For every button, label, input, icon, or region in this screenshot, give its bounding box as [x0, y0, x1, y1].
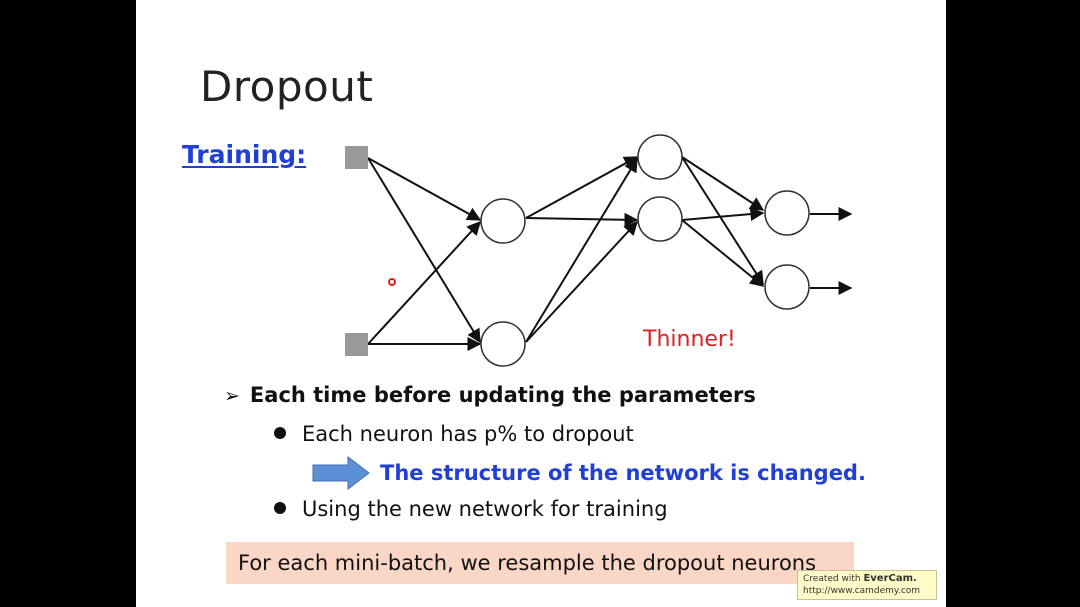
structure-changed-text: The structure of the network is changed.	[380, 461, 866, 485]
edge-h1b-h2a	[525, 157, 638, 343]
edge-h2b-o2	[681, 219, 765, 287]
edge-in1-h1b	[367, 157, 481, 344]
slide: Dropout Training:	[136, 0, 946, 607]
training-label: Training:	[182, 140, 307, 169]
bullet-dot-icon	[274, 502, 286, 514]
hidden1-node-2	[480, 321, 526, 367]
edge-h1a-h2b	[525, 212, 639, 227]
bullet-sub-1: Each neuron has p% to dropout	[274, 422, 634, 446]
output-node-1	[764, 190, 810, 236]
pointer-dot	[388, 278, 396, 286]
right-arrow-icon	[312, 456, 370, 490]
edge-in1-h1a	[367, 157, 482, 221]
bullet-sub-2: Using the new network for training	[274, 497, 668, 521]
changed-row: The structure of the network is changed.	[312, 456, 866, 490]
edge-h1a-h2a	[525, 156, 639, 219]
bullet-dot-icon	[274, 427, 286, 439]
edge-h1b-h2b	[525, 220, 638, 343]
network-diagram	[345, 134, 853, 367]
hidden2-node-2	[637, 196, 683, 242]
input-node-2	[345, 333, 368, 356]
hidden2-node-1	[637, 134, 683, 180]
watermark-url: http://www.camdemy.com	[803, 586, 921, 596]
watermark-created-with: Created with	[803, 574, 861, 584]
edge-h2b-o1	[681, 207, 765, 222]
hidden1-node-1	[480, 198, 526, 244]
edge-in2-h1a	[367, 220, 481, 345]
input-node-1	[345, 146, 368, 169]
watermark-brand: EverCam.	[863, 573, 917, 584]
evercam-watermark: Created with EverCam. http://www.camdemy…	[797, 570, 937, 600]
thinner-label: Thinner!	[643, 327, 736, 352]
bullet-sub-1-text: Each neuron has p% to dropout	[302, 422, 634, 446]
bullet-sub-2-text: Using the new network for training	[302, 497, 668, 521]
bullet-main-text: Each time before updating the parameters	[249, 383, 756, 407]
edge-h2a-o1	[681, 156, 765, 211]
edge-h2a-o2	[681, 156, 764, 286]
slide-title: Dropout	[200, 62, 374, 111]
bullet-main: ➢ Each time before updating the parameter…	[224, 383, 756, 407]
resample-note: For each mini-batch, we resample the dro…	[226, 542, 854, 584]
arrowhead-bullet-icon: ➢	[224, 385, 240, 407]
output-node-2	[764, 264, 810, 310]
